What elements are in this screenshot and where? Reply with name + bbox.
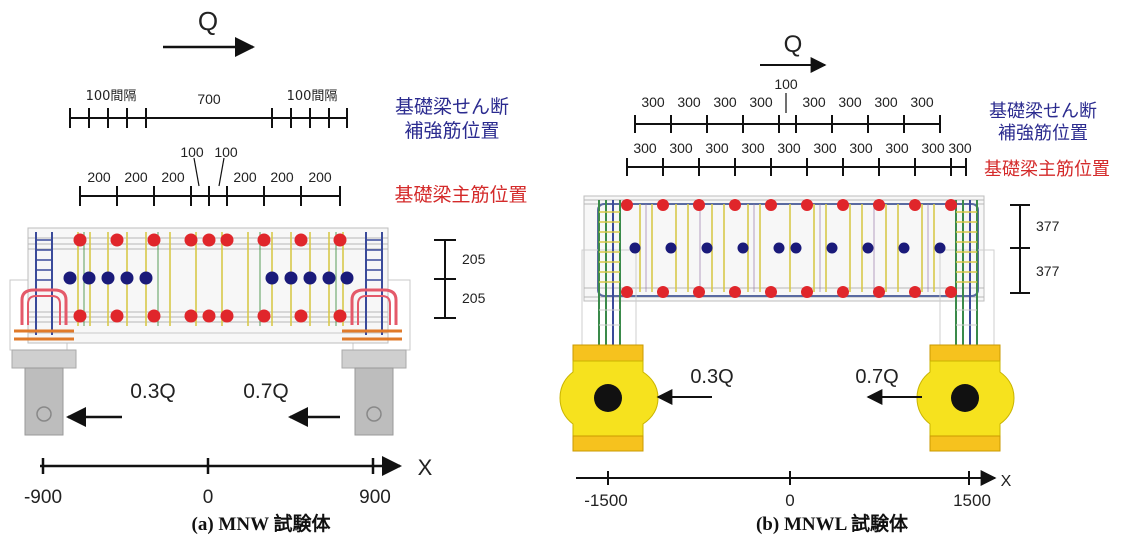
- x-axis-label-b: X: [1001, 473, 1012, 490]
- right-support-a: [341, 349, 407, 436]
- main-dim-a-2: 200: [161, 169, 185, 185]
- x-tick-label-a-2: 900: [359, 487, 391, 508]
- shear-dim-a-0: 100間隔: [86, 89, 137, 104]
- shear-bars-b: [629, 242, 946, 254]
- vert-dim-a-0: 205: [462, 251, 486, 267]
- main-dim-b-7: 300: [885, 140, 909, 156]
- shear-dim-b-1: 300: [677, 94, 701, 110]
- reaction-right-a: 0.7Q: [243, 380, 289, 403]
- panel-a: Q 100間隔 700 100間隔: [9, 6, 528, 535]
- main-dim-b-4: 300: [777, 140, 801, 156]
- vert-dim-b: [1010, 204, 1030, 294]
- main-bars-a: [73, 233, 347, 323]
- main-dim-b-5: 300: [813, 140, 837, 156]
- main-dim-line-a: [79, 157, 341, 206]
- shear-label-b-line2: 補強筋位置: [998, 123, 1088, 144]
- main-dim-b-3: 300: [741, 140, 765, 156]
- x-tick-label-b-1: 0: [785, 491, 794, 510]
- x-tick-label-a-0: -900: [24, 487, 62, 508]
- caption-a: (a) MNW 試験体: [192, 512, 332, 535]
- right-ladder-a: [350, 232, 398, 335]
- main-dim-a-0: 200: [87, 169, 111, 185]
- beam-a: [27, 227, 389, 344]
- shear-dim-b-4: 300: [802, 94, 826, 110]
- reaction-left-a: 0.3Q: [130, 380, 176, 403]
- shear-dim-a-2: 100間隔: [287, 89, 338, 104]
- left-pin-support-b: [559, 344, 659, 452]
- shear-dim-b-0: 300: [641, 94, 665, 110]
- main-bars-b: [621, 199, 957, 298]
- shear-dim-b-6: 300: [874, 94, 898, 110]
- left-support-a: [11, 349, 77, 436]
- reaction-left-b: 0.3Q: [690, 366, 733, 388]
- x-tick-label-a-1: 0: [203, 487, 214, 508]
- shear-dim-line-b: [634, 115, 941, 133]
- shear-label-b-line1: 基礎梁せん断: [989, 101, 1097, 122]
- main-top-dim-a-1: 100: [214, 144, 238, 160]
- shear-label-a-line2: 補強筋位置: [404, 120, 499, 142]
- shear-dim-b-7: 300: [910, 94, 934, 110]
- base-bars-a: [14, 329, 402, 341]
- shear-dim-line-a: [69, 108, 348, 128]
- stirrups-b: [639, 204, 935, 292]
- main-dim-b-2: 300: [705, 140, 729, 156]
- vert-dim-b-0: 377: [1036, 218, 1060, 234]
- load-label-b: Q: [784, 31, 803, 58]
- main-dim-a-3: 200: [233, 169, 257, 185]
- main-dim-line-b: [626, 158, 967, 176]
- main-dim-b-6: 300: [849, 140, 873, 156]
- main-dim-a-1: 200: [124, 169, 148, 185]
- shear-label-a-line1: 基礎梁せん断: [395, 96, 509, 118]
- shear-bars-a: [63, 271, 354, 285]
- reaction-right-b: 0.7Q: [855, 366, 898, 388]
- main-top-dim-a-0: 100: [180, 144, 204, 160]
- shear-dim-b-2: 300: [713, 94, 737, 110]
- main-dim-b-0: 300: [633, 140, 657, 156]
- x-axis-label-a: X: [418, 455, 433, 480]
- left-column-b: [581, 200, 637, 346]
- main-dim-a-4: 200: [270, 169, 294, 185]
- vert-dim-b-1: 377: [1036, 263, 1060, 279]
- main-label-b: 基礎梁主筋位置: [984, 159, 1110, 180]
- right-column-b: [939, 200, 995, 346]
- load-label-a: Q: [198, 6, 218, 36]
- x-tick-label-b-0: -1500: [584, 491, 627, 510]
- stirrups-purple-b: [645, 204, 929, 292]
- right-pin-support-b: [916, 344, 1015, 452]
- main-label-a: 基礎梁主筋位置: [394, 184, 527, 206]
- shear-dim-b-3: 300: [749, 94, 773, 110]
- main-dim-b-9: 300: [948, 140, 972, 156]
- main-dim-b-8: 300: [921, 140, 945, 156]
- x-tick-label-b-2: 1500: [953, 491, 991, 510]
- top-center-dim-b: 100: [774, 76, 798, 92]
- caption-b: (b) MNWL 試験体: [756, 512, 909, 535]
- shear-dim-b-5: 300: [838, 94, 862, 110]
- vert-dim-a: [434, 239, 456, 319]
- main-dim-b-1: 300: [669, 140, 693, 156]
- shear-dim-a-1: 700: [197, 91, 221, 107]
- left-ladder-a: [20, 232, 68, 335]
- panel-b: Q 100 300 300 300 300 300 300 300 300: [559, 31, 1110, 535]
- main-dim-a-5: 200: [308, 169, 332, 185]
- vert-dim-a-1: 205: [462, 290, 486, 306]
